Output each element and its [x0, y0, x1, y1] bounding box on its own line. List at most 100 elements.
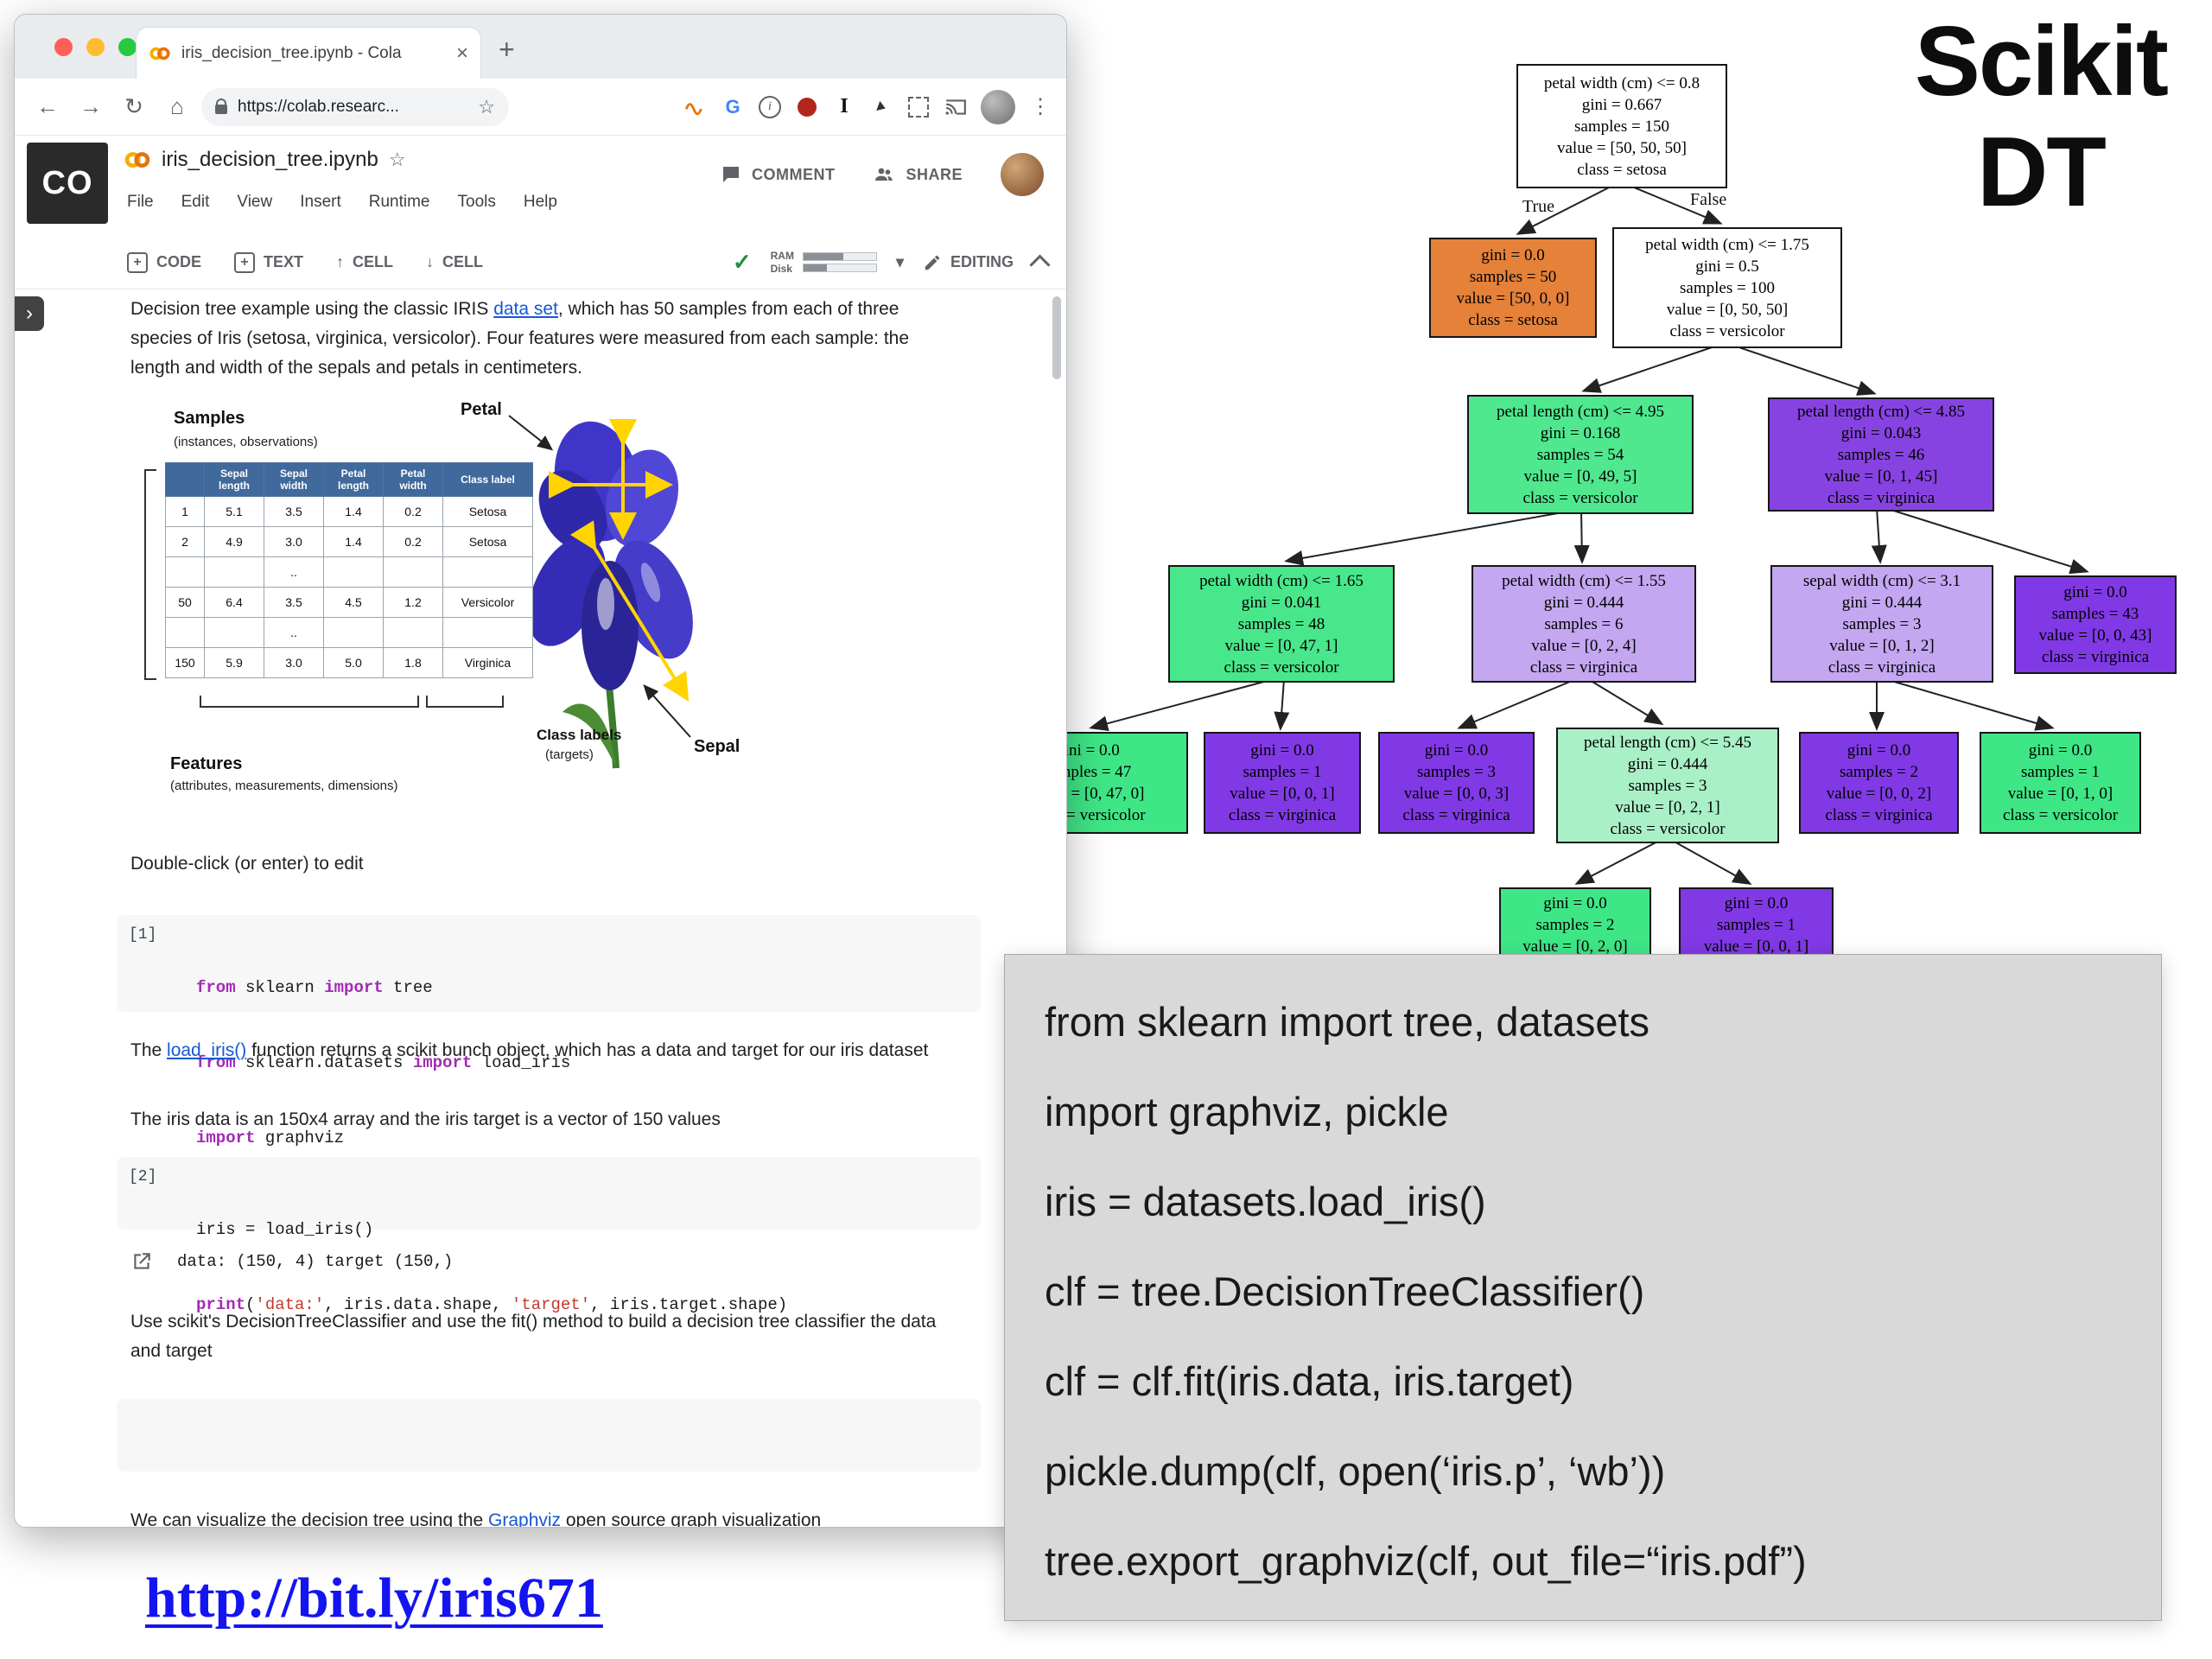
minimize-window-button[interactable]	[86, 38, 105, 56]
cell-up-button[interactable]: ↑ CELL	[336, 253, 394, 270]
code-line: iris = load_iris()	[196, 1220, 374, 1239]
fit-paragraph: Use scikit's DecisionTreeClassifier and …	[130, 1312, 937, 1361]
code-cell-2[interactable]: [2] iris = load_iris() print('data:', ir…	[117, 1157, 981, 1314]
graphviz-paragraph: We can visualize the decision tree using…	[130, 1506, 960, 1528]
iris-table-cell: 4.5	[323, 587, 384, 618]
colab-profile-avatar[interactable]	[1001, 153, 1044, 196]
tree-node-pl485: petal length (cm) <= 4.85 gini = 0.043 s…	[1768, 397, 1994, 512]
extensions-cluster: G i I ⋮	[683, 89, 1052, 124]
iris-table-cell: Setosa	[442, 496, 533, 527]
iris-table-cell	[442, 556, 533, 588]
code-line: from sklearn.datasets import load_iris	[196, 1053, 571, 1072]
add-text-cell-button[interactable]: + TEXT	[234, 251, 303, 273]
code-cell-1[interactable]: [1] from sklearn import tree from sklear…	[117, 915, 981, 1147]
tree-node-sw31: sepal width (cm) <= 3.1 gini = 0.444 sam…	[1770, 565, 1993, 683]
slide-title-line1: Scikit	[1914, 7, 2169, 117]
editing-mode-button[interactable]: EDITING	[923, 253, 1014, 272]
menu-view[interactable]: View	[237, 193, 273, 211]
cell1-execution-count: [1]	[129, 926, 157, 944]
star-notebook-icon[interactable]: ☆	[388, 149, 406, 170]
bitly-link[interactable]: http://bit.ly/iris671	[145, 1567, 603, 1630]
iris-table-cell: 2	[165, 526, 205, 557]
add-code-cell-button[interactable]: + CODE	[127, 251, 201, 273]
iris-table-cell: ..	[264, 556, 324, 588]
sidebar-toggle-button[interactable]: ›	[15, 296, 44, 331]
tree-node-pw155: petal width (cm) <= 1.55 gini = 0.444 sa…	[1471, 565, 1696, 683]
maximize-window-button[interactable]	[118, 38, 137, 56]
home-button[interactable]: ⌂	[170, 93, 184, 119]
arrow-down-icon: ↓	[426, 253, 435, 270]
new-tab-button[interactable]: +	[499, 34, 515, 65]
iris-table-cell: ..	[264, 617, 324, 648]
tab-title: iris_decision_tree.ipynb - Cola	[181, 43, 402, 62]
slide-title-line2: DT	[1976, 117, 2107, 227]
cast-icon[interactable]	[944, 95, 968, 119]
edge-label-true: True	[1522, 197, 1555, 216]
colab-logo[interactable]: CO	[27, 143, 108, 224]
load-iris-paragraph: The load_iris() function returns a sciki…	[130, 1040, 929, 1060]
iris-table-row: ..	[165, 556, 533, 588]
screenshot-extension-icon[interactable]	[906, 95, 931, 119]
iris-table-header: Sepal width	[264, 462, 324, 497]
tree-node-pl495: petal length (cm) <= 4.95 gini = 0.168 s…	[1467, 395, 1694, 514]
scrollbar-thumb[interactable]	[1052, 296, 1061, 379]
overlay-code-lines: from sklearn import tree, datasets impor…	[1045, 999, 1807, 1584]
reload-button[interactable]: ↻	[124, 93, 143, 119]
menu-insert[interactable]: Insert	[300, 193, 341, 211]
iris-table-header: Sepal length	[204, 462, 264, 497]
code-cell-3[interactable]	[117, 1399, 981, 1471]
disk-label: Disk	[770, 262, 792, 275]
red-dot-extension-icon[interactable]	[795, 95, 819, 119]
tree-node-virginica-43: gini = 0.0 samples = 43 value = [0, 0, 4…	[2014, 575, 2177, 674]
collapse-toolbar-icon[interactable]	[1029, 254, 1051, 276]
people-icon	[875, 168, 893, 181]
cursor-extension-icon[interactable]	[869, 95, 893, 119]
iris-table-cell	[383, 556, 443, 588]
comment-button[interactable]: COMMENT	[721, 164, 836, 185]
iris-dataset-figure: Samples (instances, observations) Petal …	[130, 398, 891, 818]
instapaper-extension-icon[interactable]: I	[840, 95, 849, 118]
cell-down-button[interactable]: ↓ CELL	[426, 253, 484, 270]
menu-runtime[interactable]: Runtime	[368, 193, 430, 211]
browser-menu-icon[interactable]: ⋮	[1030, 95, 1051, 118]
info-extension-icon[interactable]: i	[758, 95, 782, 119]
share-button[interactable]: SHARE	[873, 164, 963, 185]
g-extension-icon[interactable]: G	[725, 95, 741, 118]
samples-label: Samples	[174, 409, 245, 428]
code-line: from sklearn import tree	[196, 978, 433, 997]
class-labels-title: Class labels	[537, 727, 622, 743]
close-window-button[interactable]	[54, 38, 73, 56]
arrow-up-icon: ↑	[336, 253, 345, 270]
samples-sublabel: (instances, observations)	[174, 435, 318, 449]
graphviz-link[interactable]: Graphviz	[488, 1510, 562, 1528]
iris-table-cell: 1	[165, 496, 205, 527]
resources-dropdown-icon[interactable]: ▾	[895, 253, 904, 270]
tree-node-pw175: petal width (cm) <= 1.75 gini = 0.5 samp…	[1612, 227, 1842, 348]
tree-node-virginica-1a: gini = 0.0 samples = 1 value = [0, 0, 1]…	[1204, 732, 1361, 834]
tab-close-icon[interactable]: ×	[455, 41, 468, 65]
iris-table-cell: 5.9	[204, 647, 264, 678]
load-iris-link[interactable]: load_iris()	[167, 1040, 247, 1060]
iris-table-header: Petal width	[383, 462, 443, 497]
ram-bar	[802, 252, 877, 261]
back-button[interactable]: ←	[36, 93, 59, 119]
address-bar[interactable]: https://colab.researc... ☆	[201, 87, 509, 126]
iris-table-cell	[323, 617, 384, 648]
iris-table-cell: 0.2	[383, 526, 443, 557]
wave-extension-icon[interactable]	[683, 95, 708, 119]
iris-table-cell: 1.2	[383, 587, 443, 618]
comment-icon	[722, 167, 739, 182]
menu-tools[interactable]: Tools	[457, 193, 496, 211]
menu-edit[interactable]: Edit	[181, 193, 210, 211]
browser-profile-avatar[interactable]	[981, 89, 1015, 124]
iris-table-cell: Versicolor	[442, 587, 533, 618]
notebook-title[interactable]: iris_decision_tree.ipynb	[162, 148, 378, 171]
forward-button[interactable]: →	[79, 93, 102, 119]
menu-file[interactable]: File	[127, 193, 154, 211]
browser-tab[interactable]: iris_decision_tree.ipynb - Cola ×	[136, 27, 481, 79]
menu-help[interactable]: Help	[523, 193, 557, 211]
dataset-link[interactable]: data set	[493, 299, 558, 319]
bookmark-star-icon[interactable]: ☆	[478, 95, 495, 118]
